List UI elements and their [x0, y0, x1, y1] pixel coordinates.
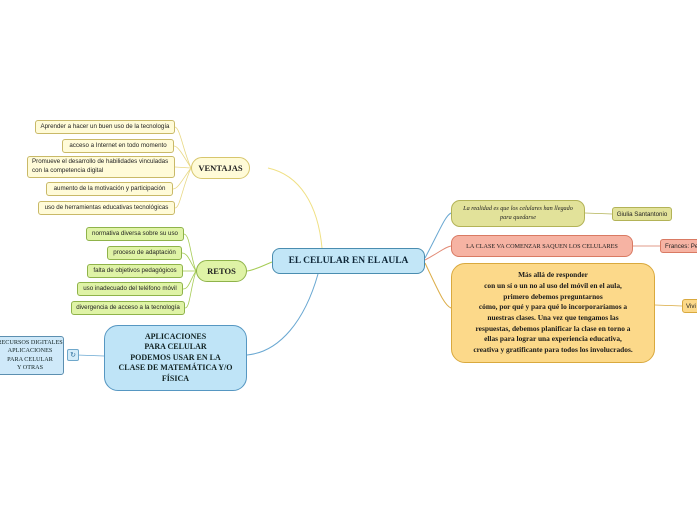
author-tag[interactable]: Frances: Pe [660, 239, 697, 253]
recursos-digitales-node[interactable]: RECURSOS DIGITALES APLICACIONES PARA CEL… [0, 336, 64, 375]
ventajas-item[interactable]: Aprender a hacer un buen uso de la tecno… [35, 120, 175, 134]
link-realidad [424, 212, 452, 259]
link-ventajas [267, 167, 323, 249]
retos-item[interactable]: divergencia de acceso a la tecnología [71, 301, 185, 315]
link-masalla [424, 262, 452, 309]
link-chain-icon[interactable]: ↻ [67, 349, 79, 361]
topic-mas-alla[interactable]: Más allá de responder con un sí o un no … [451, 263, 655, 363]
retos-item[interactable]: falta de objetivos pedagógicos [87, 264, 183, 278]
retos-item[interactable]: normativa diversa sobre su uso [86, 227, 184, 241]
link-clase [424, 245, 452, 261]
topic-retos[interactable]: RETOS [196, 260, 247, 282]
author-tag[interactable]: Giulia Santantonio [612, 207, 672, 221]
ventajas-item[interactable]: uso de herramientas educativas tecnológi… [38, 201, 175, 215]
link-retos [246, 261, 273, 272]
retos-item[interactable]: uso inadecuado del teléfono móvil [77, 282, 183, 296]
topic-realidad[interactable]: La realidad es que los celulares han lle… [451, 200, 585, 227]
central-topic[interactable]: EL CELULAR EN EL AULA [272, 248, 425, 274]
topic-clase[interactable]: LA CLASE VA COMENZAR SAQUEN LOS CELULARE… [451, 235, 633, 257]
retos-item[interactable]: proceso de adaptación [107, 246, 182, 260]
topic-ventajas[interactable]: VENTAJAS [191, 157, 250, 179]
link-aplicaciones [246, 273, 319, 356]
ventajas-item[interactable]: aumento de la motivación y participación [46, 182, 173, 196]
ventajas-item[interactable]: Promueve el desarrollo de habilidades vi… [27, 156, 175, 178]
ventajas-item[interactable]: acceso a Internet en todo momento [62, 139, 174, 153]
topic-aplicaciones[interactable]: APLICACIONES PARA CELULAR PODEMOS USAR E… [104, 325, 247, 391]
author-tag[interactable]: Vivi [682, 299, 697, 313]
